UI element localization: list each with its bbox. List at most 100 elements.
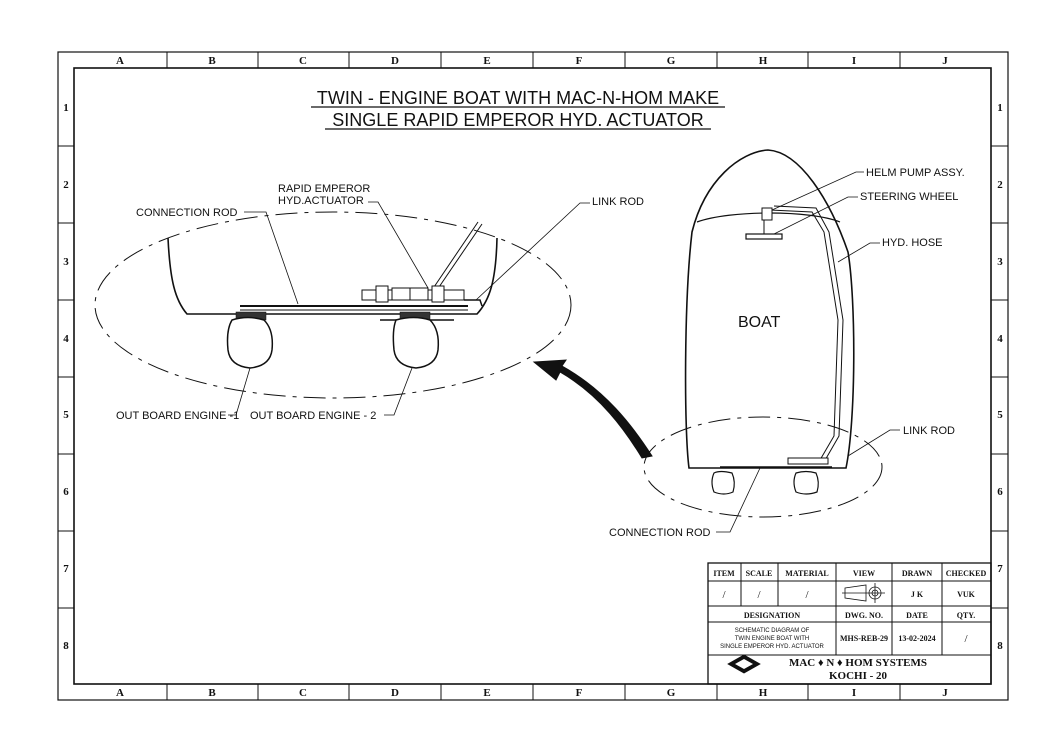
col-label-d: D xyxy=(391,55,399,67)
designation-label: DESIGNATION xyxy=(744,611,801,620)
row-label-4: 4 xyxy=(997,333,1003,345)
outboard-engine-2-shape xyxy=(392,316,440,369)
title-line-2: SINGLE RAPID EMPEROR HYD. ACTUATOR xyxy=(332,110,703,130)
row-label-3: 3 xyxy=(63,256,69,268)
dwg-no-value: MHS-REB-29 xyxy=(840,634,888,643)
row-labels-right: 1 2 3 4 5 6 7 8 xyxy=(997,102,1003,652)
link-rod-label-right: LINK ROD xyxy=(903,425,955,437)
column-labels-bottom: A B C D E F G H I J xyxy=(116,687,948,699)
col-label-a: A xyxy=(116,55,124,67)
row-label-4: 4 xyxy=(63,333,69,345)
header-scale: SCALE xyxy=(746,569,773,578)
value-item: / xyxy=(722,589,726,601)
helm-pump-label: HELM PUMP ASSY. xyxy=(866,167,965,179)
col-label-i: I xyxy=(852,687,856,699)
right-boat-view xyxy=(643,149,900,533)
row-label-6: 6 xyxy=(63,486,69,498)
actuator-body xyxy=(361,285,465,303)
company-logo xyxy=(727,654,761,674)
designation-line-1: SCHEMATIC DIAGRAM OF xyxy=(735,628,810,634)
header-material: MATERIAL xyxy=(785,569,828,578)
header-view: VIEW xyxy=(853,569,875,578)
sheet-border xyxy=(57,51,1009,701)
title-block-headers: ITEM SCALE MATERIAL VIEW DRAWN CHECKED xyxy=(713,569,986,578)
col-label-h: H xyxy=(759,687,768,699)
row-label-2: 2 xyxy=(997,179,1003,191)
col-label-c: C xyxy=(299,687,307,699)
col-label-a: A xyxy=(116,687,124,699)
row-label-3: 3 xyxy=(997,256,1003,268)
col-label-f: F xyxy=(576,687,583,699)
left-detail-view xyxy=(94,201,590,416)
designation-line-3: SINGLE EMPEROR HYD. ACTUATOR xyxy=(720,644,824,650)
title-block xyxy=(707,562,992,685)
row-label-1: 1 xyxy=(63,102,69,114)
hyd-hose-label: HYD. HOSE xyxy=(882,237,943,249)
col-label-f: F xyxy=(576,55,583,67)
stern-outline xyxy=(167,237,498,315)
hydraulic-hose-detail xyxy=(431,221,479,291)
actuator-label-line-1: RAPID EMPEROR xyxy=(278,183,370,195)
projection-view-icon xyxy=(842,583,885,603)
row-label-5: 5 xyxy=(63,409,69,421)
row-label-7: 7 xyxy=(997,563,1003,575)
stern-detail-ellipse xyxy=(643,416,883,518)
row-label-6: 6 xyxy=(997,486,1003,498)
header-drawn: DRAWN xyxy=(902,569,932,578)
header-item: ITEM xyxy=(713,569,735,578)
hydraulic-hose-shape xyxy=(769,209,839,461)
dwg-no-label: DWG. NO. xyxy=(845,611,883,620)
boat-label: BOAT xyxy=(738,314,781,331)
col-label-g: G xyxy=(667,687,676,699)
row-label-5: 5 xyxy=(997,409,1003,421)
callout-arrow xyxy=(532,359,653,459)
value-material: / xyxy=(805,589,809,601)
steering-wheel-shape xyxy=(745,233,783,240)
outboard-engine-1-label: OUT BOARD ENGINE -1 xyxy=(116,410,239,422)
title-line-1: TWIN - ENGINE BOAT WITH MAC-N-HOM MAKE xyxy=(317,88,719,108)
outboard-engine-1-shape xyxy=(226,316,274,369)
col-label-e: E xyxy=(483,55,490,67)
row-label-8: 8 xyxy=(63,640,69,652)
qty-label: QTY. xyxy=(957,611,976,620)
col-label-j: J xyxy=(942,55,948,67)
boat-hull-outline xyxy=(684,149,855,469)
value-checked: VUK xyxy=(957,590,976,599)
title-block-values: / / / J K VUK xyxy=(722,589,975,601)
value-drawn: J K xyxy=(911,590,924,599)
company-city: KOCHI - 20 xyxy=(829,670,888,682)
col-label-b: B xyxy=(208,55,216,67)
value-scale: / xyxy=(757,589,761,601)
row-label-2: 2 xyxy=(63,179,69,191)
col-label-i: I xyxy=(852,55,856,67)
col-label-e: E xyxy=(483,687,490,699)
row-label-1: 1 xyxy=(997,102,1003,114)
row-label-7: 7 xyxy=(63,563,69,575)
column-labels-top: A B C D E F G H I J xyxy=(116,55,948,67)
col-label-j: J xyxy=(942,687,948,699)
company-name: MAC ♦ N ♦ HOM SYSTEMS xyxy=(789,657,927,669)
date-label: DATE xyxy=(906,611,928,620)
col-label-b: B xyxy=(208,687,216,699)
row-label-8: 8 xyxy=(997,640,1003,652)
steering-wheel-label: STEERING WHEEL xyxy=(860,191,958,203)
col-label-d: D xyxy=(391,687,399,699)
connection-rod-label-left: CONNECTION ROD xyxy=(136,207,238,219)
link-rod-detail xyxy=(464,299,483,307)
detail-ellipse xyxy=(94,211,572,399)
drawing-title: TWIN - ENGINE BOAT WITH MAC-N-HOM MAKE S… xyxy=(311,88,725,130)
connection-rod-label-right: CONNECTION ROD xyxy=(609,527,711,539)
link-rod-label-left: LINK ROD xyxy=(592,196,644,208)
col-label-c: C xyxy=(299,55,307,67)
helm-pump-shape xyxy=(761,207,773,221)
col-label-g: G xyxy=(667,55,676,67)
row-labels-left: 1 2 3 4 5 6 7 8 xyxy=(63,102,69,652)
actuator-label-line-2: HYD.ACTUATOR xyxy=(278,195,364,207)
col-label-h: H xyxy=(759,55,768,67)
header-checked: CHECKED xyxy=(946,569,987,578)
qty-value: / xyxy=(964,633,968,645)
date-value: 13-02-2024 xyxy=(898,634,935,643)
outboard-engine-2-label: OUT BOARD ENGINE - 2 xyxy=(250,410,376,422)
designation-line-2: TWIN ENGINE BOAT WITH xyxy=(735,636,809,642)
